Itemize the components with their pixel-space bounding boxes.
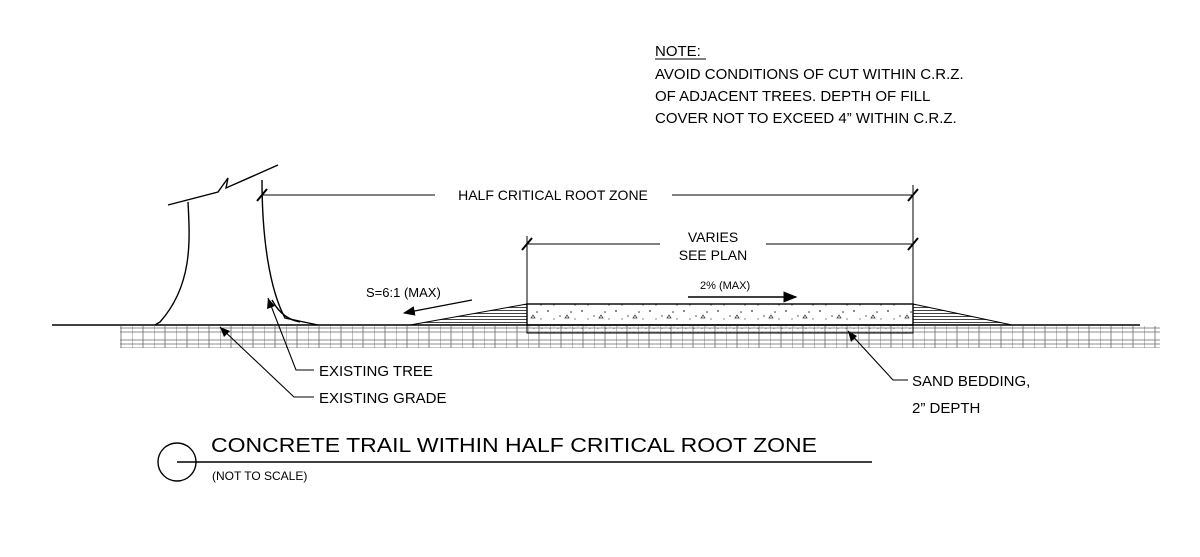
note-heading: NOTE: — [655, 43, 701, 60]
note-line-2: OF ADJACENT TREES. DEPTH OF FILL — [655, 88, 930, 105]
slope-label: S=6:1 (MAX) — [366, 285, 441, 300]
note-line-3: COVER NOT TO EXCEED 4” WITHIN C.R.Z. — [655, 110, 957, 127]
varies-label: VARIES — [688, 229, 738, 245]
concrete-trail — [526, 303, 914, 326]
tree-leader-arrowhead — [267, 298, 275, 309]
slope-arrow — [402, 299, 473, 316]
existing-tree-label: EXISTING TREE — [319, 363, 433, 380]
sand-depth-label: 2” DEPTH — [912, 400, 980, 417]
half-crz-label: HALF CRITICAL ROOT ZONE — [458, 187, 648, 203]
cross-slope-label: 2% (MAX) — [700, 280, 750, 292]
tree-trunk — [154, 164, 319, 326]
note-line-1: AVOID CONDITIONS OF CUT WITHIN C.R.Z. — [655, 66, 964, 83]
see-plan-label: SEE PLAN — [679, 247, 747, 263]
sand-bedding — [526, 324, 914, 334]
fill-slope-right — [912, 303, 1013, 326]
tree-grade-leaders — [219, 297, 314, 398]
grade-leader-arrowhead — [220, 327, 230, 337]
varies-dimension — [521, 236, 919, 304]
detail-title: CONCRETE TRAIL WITHIN HALF CRITICAL ROOT… — [211, 435, 817, 457]
sand-bedding-label: SAND BEDDING, — [912, 373, 1030, 390]
existing-grade-label: EXISTING GRADE — [319, 390, 447, 407]
sand-leader-arrowhead — [848, 331, 857, 342]
half-crz-dimension — [256, 185, 919, 262]
fill-slope-left — [409, 303, 528, 326]
sand-bedding-leader — [847, 330, 908, 381]
scale-note: (NOT TO SCALE) — [212, 469, 307, 483]
